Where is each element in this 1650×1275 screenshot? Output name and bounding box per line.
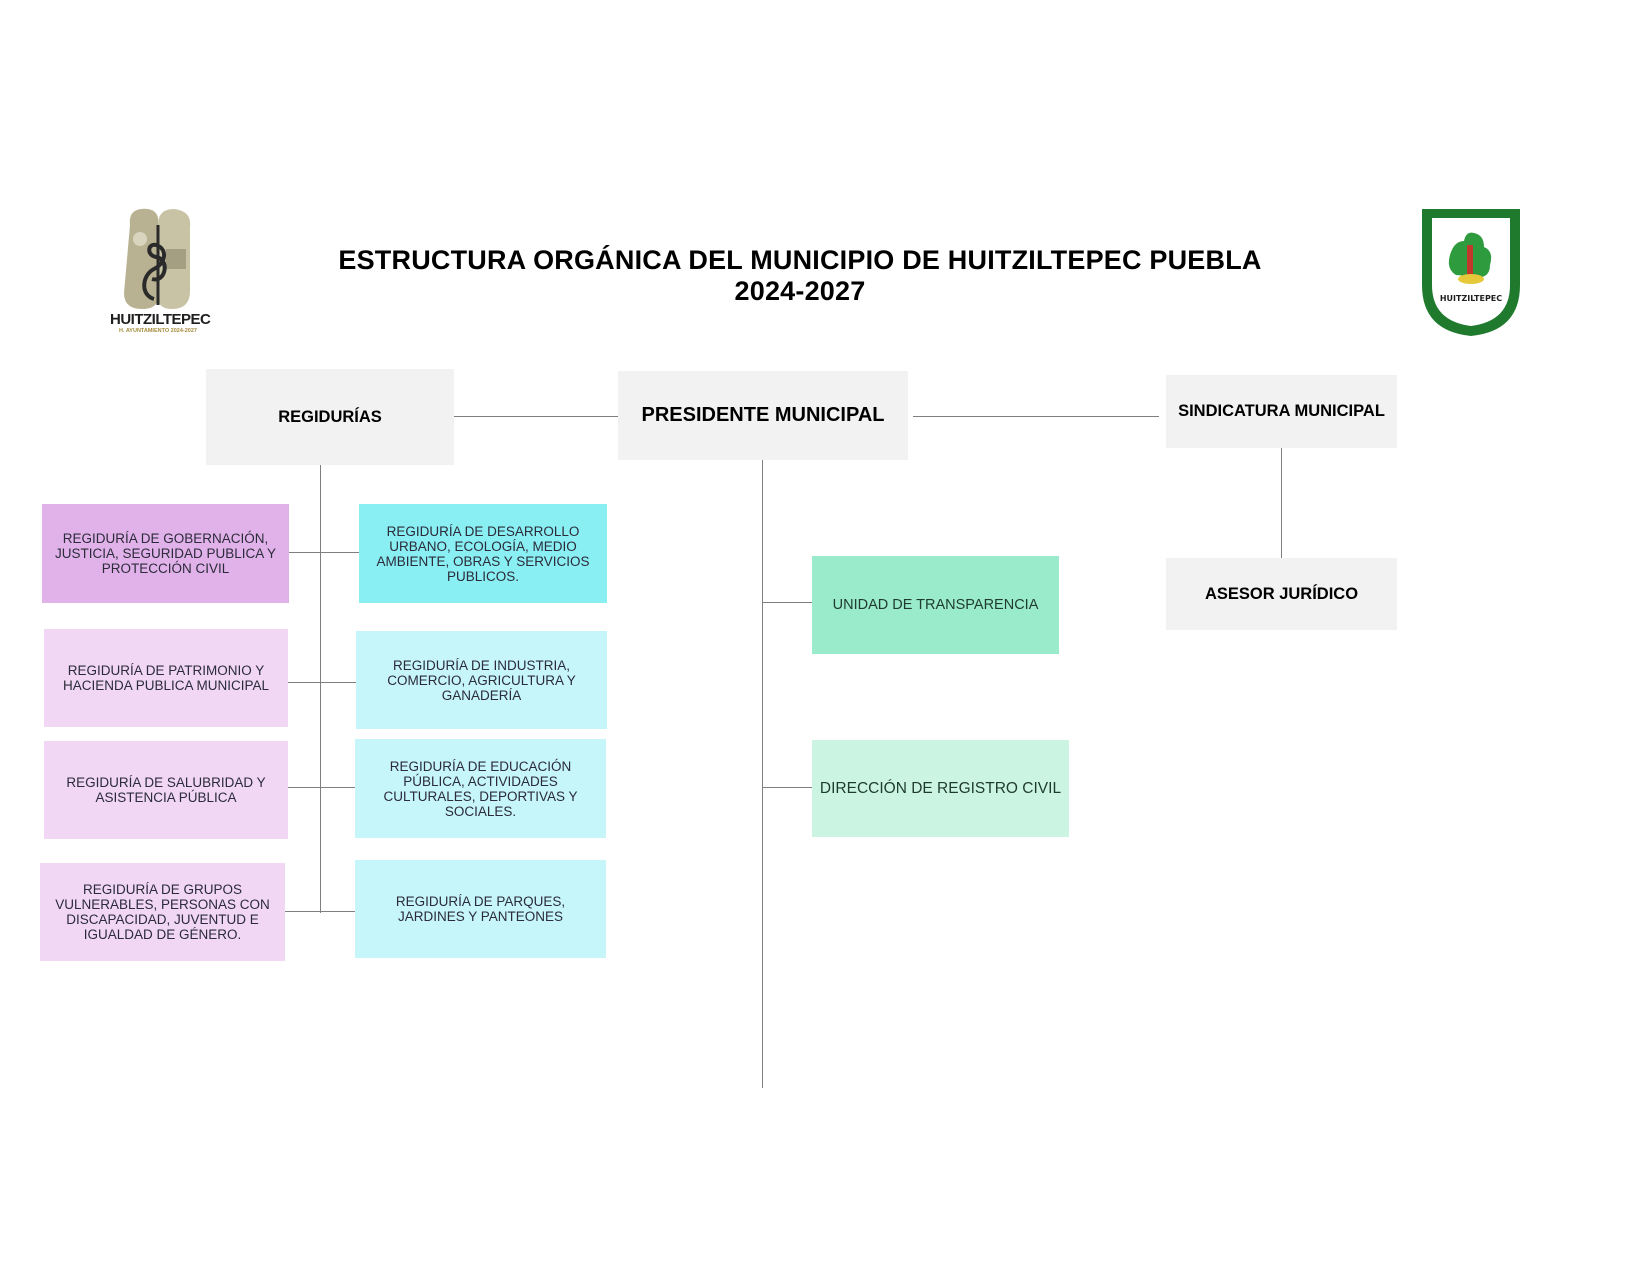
node-regiduria-educacion: REGIDURÍA DE EDUCACIÓN PÚBLICA, ACTIVIDA… xyxy=(355,739,606,838)
node-regiduria-salubridad-label: REGIDURÍA DE SALUBRIDAD Y ASISTENCIA PÚB… xyxy=(66,775,266,805)
node-unidad-transparencia: UNIDAD DE TRANSPARENCIA xyxy=(812,556,1059,654)
logo-caption: HUITZILTEPEC xyxy=(110,311,211,328)
connector-sindicatura-asesor xyxy=(1281,448,1282,558)
connector-row-4 xyxy=(285,911,355,912)
connector-row-1 xyxy=(289,552,359,553)
node-regiduria-educacion-label: REGIDURÍA DE EDUCACIÓN PÚBLICA, ACTIVIDA… xyxy=(383,758,578,819)
page-title: ESTRUCTURA ORGÁNICA DEL MUNICIPIO DE HUI… xyxy=(250,245,1350,307)
node-regiduria-salubridad: REGIDURÍA DE SALUBRIDAD Y ASISTENCIA PÚB… xyxy=(44,741,288,839)
node-transparencia-label: UNIDAD DE TRANSPARENCIA xyxy=(832,597,1039,613)
node-registro-civil: DIRECCIÓN DE REGISTRO CIVIL xyxy=(812,740,1069,837)
node-regiduria-industria-label: REGIDURÍA DE INDUSTRIA, COMERCIO, AGRICU… xyxy=(387,657,576,703)
node-regiduria-industria: REGIDURÍA DE INDUSTRIA, COMERCIO, AGRICU… xyxy=(356,631,607,729)
node-regiduria-grupos-vulnerables: REGIDURÍA DE GRUPOS VULNERABLES, PERSONA… xyxy=(40,863,285,961)
connector-presidente-sindicatura xyxy=(913,416,1159,417)
node-regiduria-parques: REGIDURÍA DE PARQUES, JARDINES Y PANTEON… xyxy=(355,860,606,958)
node-regiduria-desarrollo-label: REGIDURÍA DE DESARROLLO URBANO, ECOLOGÍA… xyxy=(376,523,590,584)
node-regiduria-desarrollo-urbano: REGIDURÍA DE DESARROLLO URBANO, ECOLOGÍA… xyxy=(359,504,607,603)
node-presidente-label: PRESIDENTE MUNICIPAL xyxy=(641,404,885,426)
node-regiduria-gobernacion-label: REGIDURÍA DE GOBERNACIÓN, JUSTICIA, SEGU… xyxy=(54,531,277,576)
node-presidente-municipal: PRESIDENTE MUNICIPAL xyxy=(618,371,908,460)
connector-transparencia xyxy=(762,602,812,603)
node-regiduria-parques-label: REGIDURÍA DE PARQUES, JARDINES Y PANTEON… xyxy=(395,894,566,924)
connector-registro-civil xyxy=(762,787,812,788)
logo-subcaption: H. AYUNTAMIENTO 2024-2027 xyxy=(119,328,197,334)
treble-clef-icon xyxy=(124,208,191,309)
node-asesor-juridico: ASESOR JURÍDICO xyxy=(1166,558,1397,630)
connector-row-3 xyxy=(288,787,355,788)
node-regiduria-patrimonio-label: REGIDURÍA DE PATRIMONIO Y HACIENDA PUBLI… xyxy=(62,663,270,693)
connector-presidente-trunk xyxy=(762,460,763,1088)
title-line-1: ESTRUCTURA ORGÁNICA DEL MUNICIPIO DE HUI… xyxy=(338,245,1262,275)
node-regidurias-label: REGIDURÍAS xyxy=(278,407,382,426)
connector-regidurias-presidente xyxy=(454,416,618,417)
shield-emblem: HUITZILTEPEC xyxy=(1418,205,1524,340)
node-regidurias: REGIDURÍAS xyxy=(206,369,454,465)
node-regiduria-patrimonio: REGIDURÍA DE PATRIMONIO Y HACIENDA PUBLI… xyxy=(44,629,288,727)
node-sindicatura-label: SINDICATURA MUNICIPAL xyxy=(1178,402,1385,420)
municipal-logo: HUITZILTEPEC H. AYUNTAMIENTO 2024-2027 xyxy=(110,205,211,340)
node-sindicatura-municipal: SINDICATURA MUNICIPAL xyxy=(1166,375,1397,448)
connector-row-2 xyxy=(288,682,356,683)
node-asesor-label: ASESOR JURÍDICO xyxy=(1204,584,1359,603)
node-registro-civil-label: DIRECCIÓN DE REGISTRO CIVIL xyxy=(819,779,1062,797)
node-regiduria-grupos-label: REGIDURÍA DE GRUPOS VULNERABLES, PERSONA… xyxy=(55,882,270,942)
title-line-2: 2024-2027 xyxy=(734,276,866,306)
node-regiduria-gobernacion: REGIDURÍA DE GOBERNACIÓN, JUSTICIA, SEGU… xyxy=(42,504,289,603)
shield-caption: HUITZILTEPEC xyxy=(1440,294,1502,303)
shield-icon: HUITZILTEPEC xyxy=(1422,209,1520,336)
connector-regidurias-trunk xyxy=(320,465,321,913)
